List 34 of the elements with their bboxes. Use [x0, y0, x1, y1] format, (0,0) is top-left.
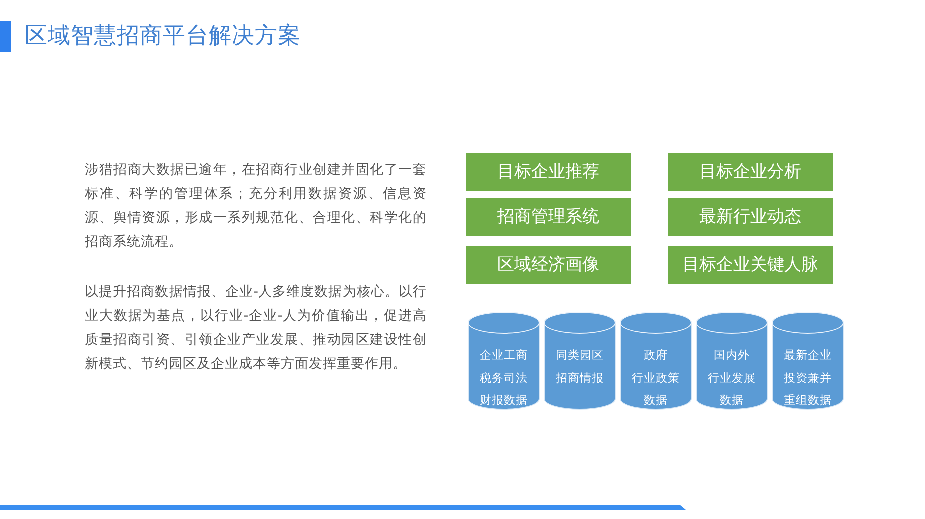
database-label: 国内外 [714, 347, 750, 364]
feature-label: 目标企业分析 [700, 161, 802, 183]
feature-box [668, 153, 833, 191]
database-label: 财报数据 [480, 392, 528, 409]
database-cylinder [468, 312, 540, 410]
feature-box [466, 198, 631, 236]
database-label: 最新企业 [784, 347, 832, 364]
database-label: 政府 [644, 347, 668, 364]
database-label: 同类园区 [556, 347, 604, 364]
feature-label: 目标企业推荐 [498, 161, 600, 183]
database-label: 行业发展 [708, 370, 756, 386]
database-cylinder [772, 312, 844, 410]
feature-box [668, 246, 833, 284]
database-label: 税务司法 [480, 370, 528, 386]
description-paragraph: 以提升招商数据情报、企业-人多维度数据为核心。以行业大数据为基点，以行业-企业-人为价值输出，促进高质量招商引资、引领企业产业发展、推动园区建设性创新模式、节约园区及企业成本等方面发挥重要作用。 [85, 283, 427, 374]
feature-label: 目标企业关键人脉 [682, 254, 818, 276]
description-paragraph: 涉猎招商大数据已逾年，在招商行业创建并固化了一套标准、科学的管理体系；充分利用数据资源、信息资源、舆情资源，形成一系列规范化、合理化、科学化的招商系统流程。 [85, 161, 427, 252]
page-title: 区域智慧招商平台解决方案 [25, 22, 301, 51]
database-cylinder [544, 312, 616, 410]
feature-label: 招商管理系统 [498, 206, 600, 228]
database-label: 重组数据 [784, 392, 832, 409]
database-cylinder [620, 312, 692, 410]
database-label: 数据 [644, 392, 668, 409]
database-label: 投资兼并 [784, 370, 832, 386]
database-label: 企业工商 [480, 347, 528, 364]
feature-label: 最新行业动态 [700, 206, 802, 228]
database-label: 招商情报 [556, 370, 604, 386]
feature-box [466, 246, 631, 284]
database-label: 行业政策 [632, 370, 680, 386]
database-cylinder [696, 312, 768, 410]
feature-box [466, 153, 631, 191]
database-label: 数据 [720, 392, 744, 409]
feature-box [668, 198, 833, 236]
feature-label: 区域经济画像 [498, 254, 600, 276]
